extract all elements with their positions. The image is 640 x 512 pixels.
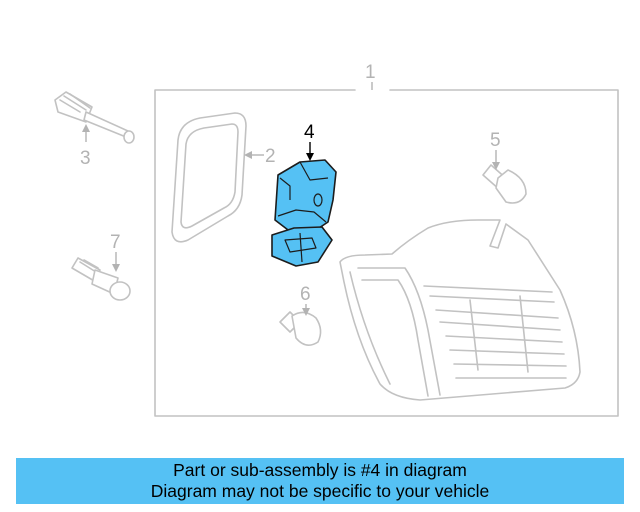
callout-2-label: 2 xyxy=(265,146,276,167)
part-5-bulb[interactable] xyxy=(482,164,527,204)
banner-line-1: Part or sub-assembly is #4 in diagram xyxy=(173,460,467,480)
part-2-gasket[interactable] xyxy=(171,112,247,243)
callout-6[interactable]: 6 xyxy=(300,284,311,316)
part-7-socket[interactable] xyxy=(71,257,131,301)
assembly-frame xyxy=(154,89,619,417)
callout-3-label: 3 xyxy=(80,148,91,169)
callout-6-label: 6 xyxy=(300,284,311,305)
part-6-bulb[interactable] xyxy=(279,311,322,346)
info-banner: Part or sub-assembly is #4 in diagram Di… xyxy=(16,458,624,504)
banner-line-2: Diagram may not be specific to your vehi… xyxy=(150,481,490,501)
callout-5-label: 5 xyxy=(490,130,501,151)
tail-lamp-housing[interactable] xyxy=(339,219,581,401)
part-3-socket[interactable] xyxy=(54,91,135,144)
callout-7-label: 7 xyxy=(110,232,121,253)
callout-4[interactable]: 4 xyxy=(304,122,315,161)
callout-3[interactable]: 3 xyxy=(80,124,91,169)
callout-1-label: 1 xyxy=(365,62,376,83)
callout-2[interactable]: 2 xyxy=(244,146,276,167)
callout-5[interactable]: 5 xyxy=(490,130,501,170)
callout-7[interactable]: 7 xyxy=(110,232,121,272)
callout-4-label: 4 xyxy=(304,122,315,143)
callout-1[interactable]: 1 xyxy=(365,62,376,90)
part-4-bracket[interactable] xyxy=(271,159,337,267)
parts-diagram: 1 2 3 5 6 xyxy=(54,62,619,417)
